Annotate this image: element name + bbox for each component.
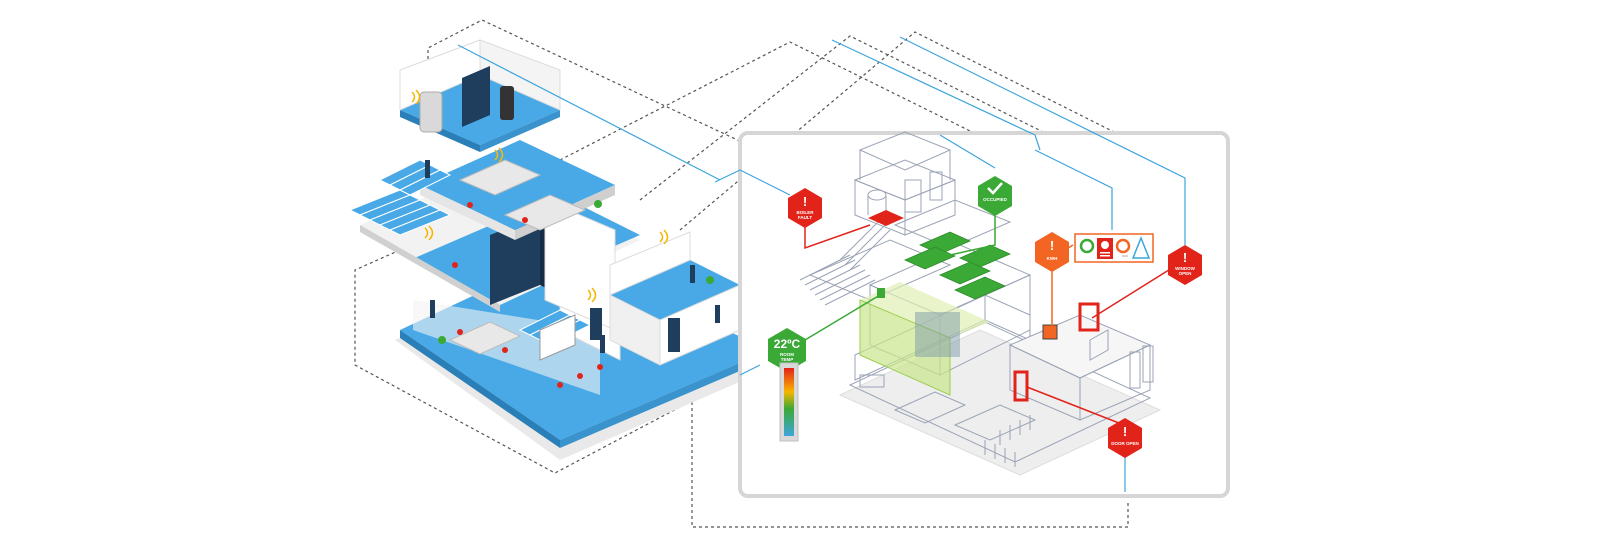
blue-connector-lines — [457, 36, 1186, 492]
window-open-marker — [1078, 302, 1100, 332]
exclamation-icon: ! — [1183, 250, 1187, 265]
door-reception — [668, 318, 680, 352]
alert-kwh: ! KWH — [1035, 232, 1069, 272]
reception-floor — [610, 260, 740, 320]
svg-text:WINDOW: WINDOW — [1175, 266, 1195, 271]
dashed-line-bottom — [691, 360, 1129, 528]
svg-text:OCCUPIED: OCCUPIED — [983, 197, 1008, 202]
server-rack-top — [462, 66, 490, 127]
dashed-line-top-left — [427, 19, 781, 161]
room-sensor — [877, 288, 885, 298]
alert-window-open: ! WINDOW OPEN — [1168, 245, 1202, 285]
svg-text:ROOM: ROOM — [780, 352, 794, 357]
exclamation-icon: ! — [1123, 424, 1127, 439]
svg-text:TEMP: TEMP — [781, 357, 794, 362]
svg-text:OPEN: OPEN — [1179, 271, 1192, 276]
left-building — [348, 39, 790, 460]
occupied-desks — [904, 231, 1011, 300]
energy-dashboard-card — [1074, 233, 1154, 263]
svg-text:KWH: KWH — [1047, 256, 1058, 261]
svg-text:DOOR OPEN: DOOR OPEN — [1111, 441, 1139, 446]
svg-text:FAULT: FAULT — [798, 215, 812, 220]
energy-meter — [1042, 324, 1058, 340]
alert-boiler-fault: ! BOILER FAULT — [788, 188, 822, 228]
storage-tank — [500, 86, 514, 120]
exclamation-icon: ! — [803, 194, 807, 209]
wifi-sensor-icons — [411, 89, 669, 303]
boiler-tank — [419, 91, 443, 133]
dashed-line-left — [354, 249, 736, 474]
svg-text:22ºC: 22ºC — [774, 337, 801, 351]
checkmark-icon — [987, 182, 1003, 195]
server-rack-middle — [490, 215, 540, 305]
boiler-fault-base — [868, 210, 904, 226]
door-open-marker — [1013, 370, 1029, 402]
exclamation-icon: ! — [1050, 238, 1054, 253]
svg-text:BOILER: BOILER — [796, 210, 814, 215]
highlighted-room-temp — [859, 282, 990, 396]
whiteboard — [539, 314, 576, 361]
room-temp-widget: 22ºC ROOM TEMP — [768, 328, 806, 442]
fault-highlights — [868, 210, 1100, 402]
alert-door-open: ! DOOR OPEN — [1108, 418, 1142, 458]
door-lower — [590, 308, 602, 340]
alert-occupied: OCCUPIED — [978, 176, 1012, 216]
